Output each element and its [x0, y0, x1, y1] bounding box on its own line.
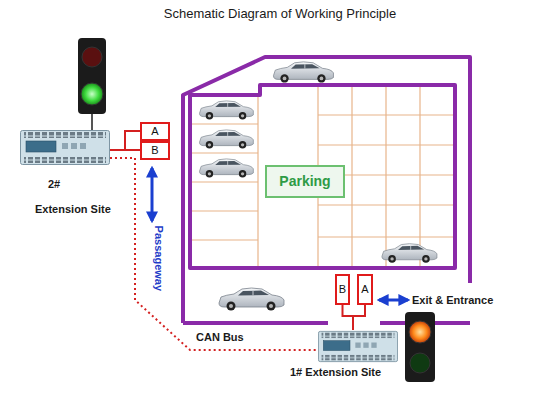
detector-loop: A: [357, 274, 373, 305]
red-lamp-off: [82, 47, 102, 67]
parking-lot-outline: [183, 57, 470, 323]
parking-grid: [190, 85, 455, 268]
grid-line: [419, 85, 420, 268]
extension-site-controller: 2#Extension Site: [20, 130, 110, 165]
box-label: A: [151, 125, 158, 137]
signal-wire: [110, 149, 140, 151]
site-label: 2#: [48, 178, 60, 191]
controller-device: [318, 331, 397, 361]
grid-line: [318, 236, 455, 237]
car: [199, 159, 253, 178]
grid-line: [190, 210, 258, 211]
exit-entrance-arrow: [379, 299, 408, 302]
exit-entrance-label: Exit & Entrance: [412, 294, 493, 307]
grid-line: [190, 123, 258, 124]
site-label: 1# Extension Site: [290, 366, 381, 379]
site-label: Extension Site: [35, 203, 111, 216]
grid-line: [190, 181, 258, 182]
parking-lot-outline: [183, 321, 328, 325]
green-lamp-off: [410, 353, 430, 373]
passageway-arrow: [151, 168, 154, 221]
light-pole: [91, 114, 93, 130]
grid-line: [318, 144, 455, 145]
car: [199, 101, 253, 120]
extension-site-controller: 1# Extension Site: [318, 330, 398, 363]
car: [273, 62, 333, 83]
car: [219, 288, 284, 311]
box-label: B: [339, 283, 346, 295]
grid-line: [190, 239, 258, 240]
box-label: Parking: [279, 173, 330, 189]
controller-device: [21, 131, 110, 165]
car: [382, 244, 437, 263]
traffic-light-housing: [405, 312, 435, 382]
signal-wire: [110, 131, 140, 150]
signal-wire: [343, 305, 354, 330]
grid-line: [385, 85, 386, 268]
red-lamp-on: [409, 321, 431, 343]
bus-label: CAN Bus: [194, 331, 246, 344]
box-label: A: [361, 283, 368, 295]
parking-area-box: Parking: [265, 165, 345, 198]
parking-block-outline: [190, 85, 455, 268]
detector-loop: A: [140, 122, 170, 141]
grid-line: [318, 114, 455, 115]
green-lamp-on: [81, 83, 103, 105]
car: [199, 130, 253, 149]
box-label: B: [151, 144, 158, 156]
signal-wire: [353, 305, 365, 330]
grid-line: [351, 85, 352, 268]
passageway-label: Passageway: [152, 225, 165, 290]
grid-line: [190, 152, 258, 153]
diagram-title: Schematic Diagram of Working Principle: [0, 6, 560, 21]
traffic-light-housing: [78, 38, 106, 114]
grid-line: [257, 95, 258, 268]
grid-line: [318, 204, 455, 205]
detector-loop: B: [140, 141, 170, 160]
detector-loop: B: [335, 274, 350, 305]
